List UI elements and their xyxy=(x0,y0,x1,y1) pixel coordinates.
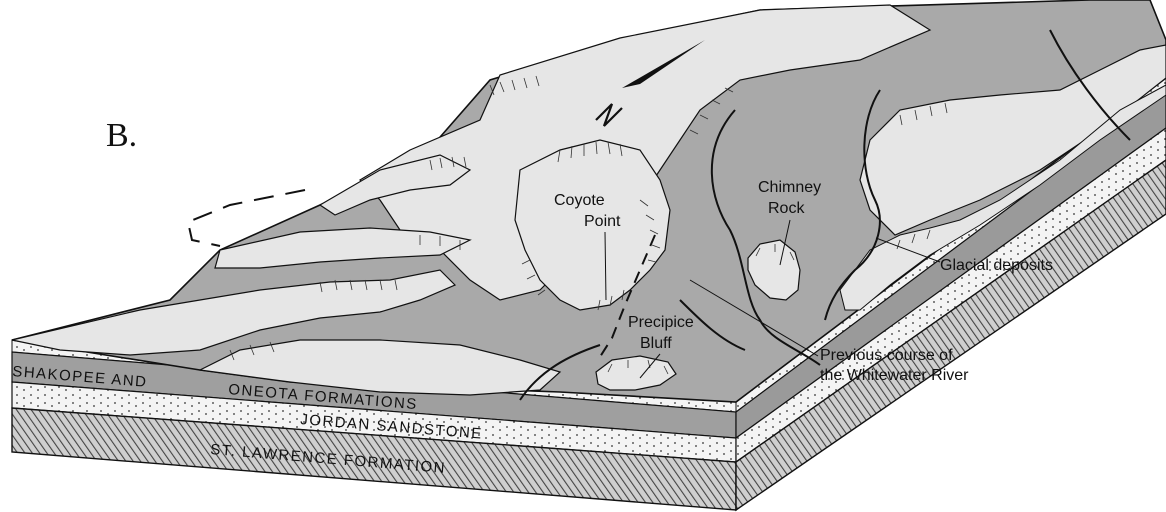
glacial-deposits-label: Glacial deposits xyxy=(940,257,1053,274)
previous-course-label-line2: the Whitewater River xyxy=(820,367,969,384)
chimney-rock-label-line1: Chimney xyxy=(758,179,821,196)
coyote-point-label-line1: Coyote xyxy=(554,192,605,209)
precipice-bluff-label-line2: Bluff xyxy=(640,335,672,352)
chimney-rock-label-line2: Rock xyxy=(768,200,805,217)
panel-label: B. xyxy=(106,117,137,154)
precipice-bluff-label-line1: Precipice xyxy=(628,314,694,331)
previous-course-label-line1: Previous course of xyxy=(820,347,953,364)
coyote-point-label-line2: Point xyxy=(584,213,621,230)
